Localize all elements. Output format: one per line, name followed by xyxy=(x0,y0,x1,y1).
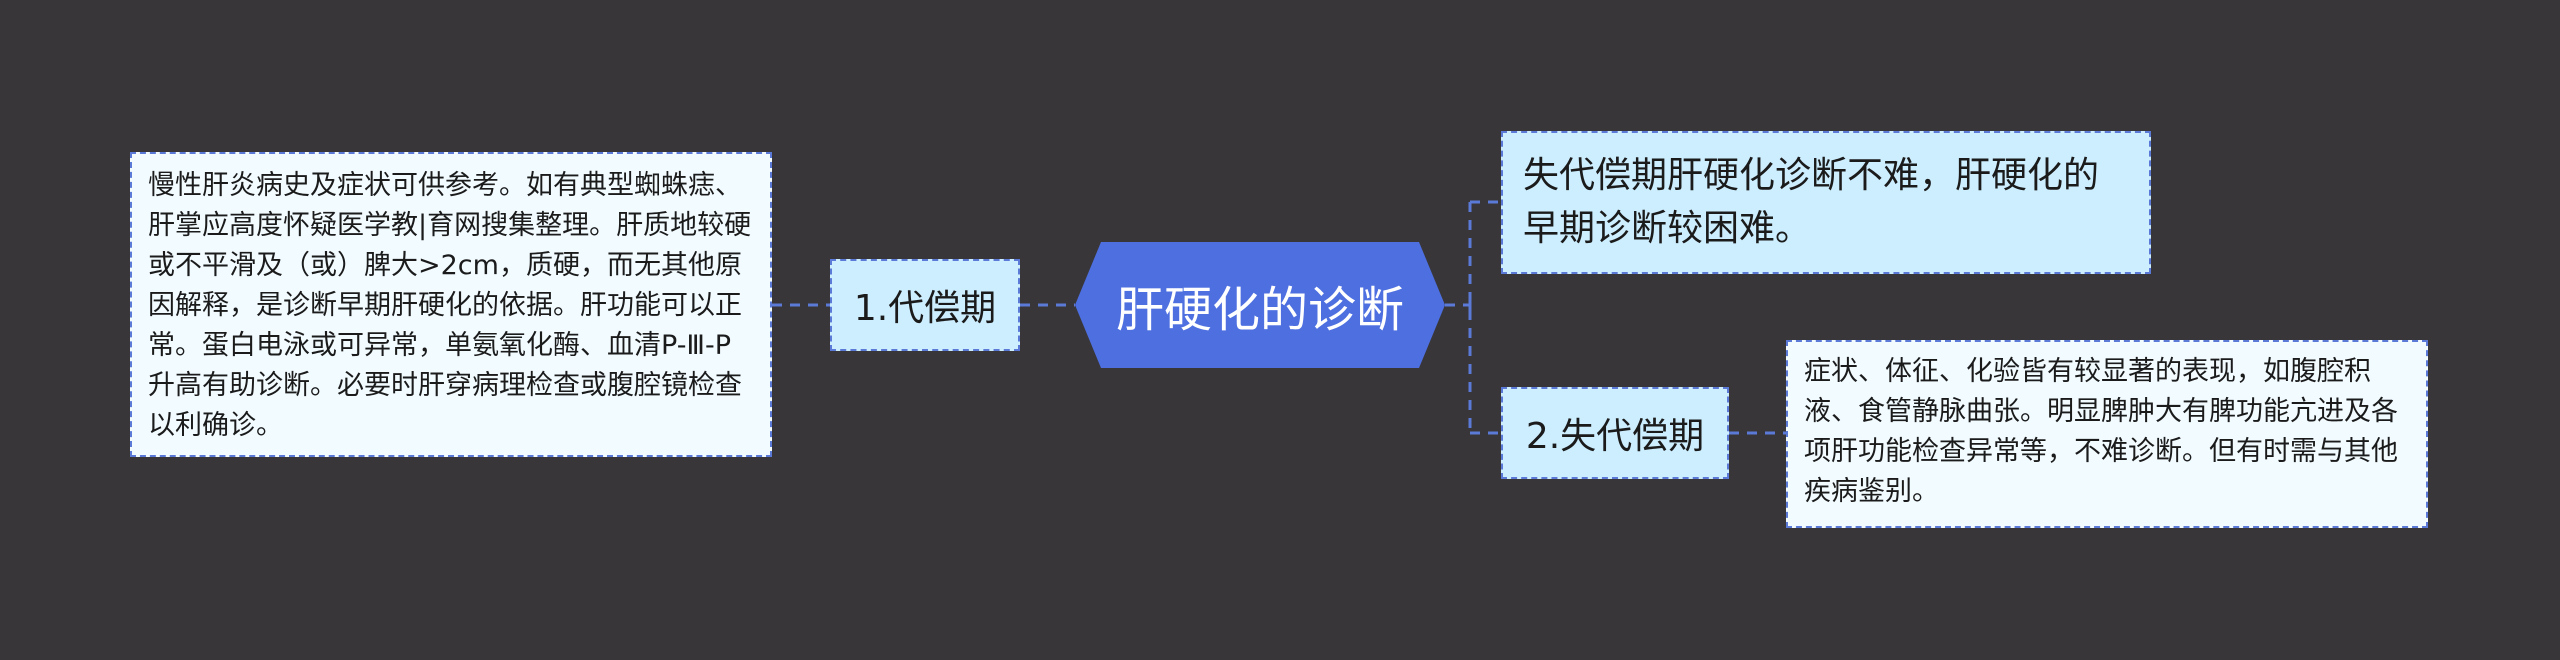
branch-summary-label: 失代偿期肝硬化诊断不难，肝硬化的早期诊断较困难。 xyxy=(1523,155,2100,249)
leaf-compensated-text: 慢性肝炎病史及症状可供参考。如有典型蜘蛛痣、肝掌应高度怀疑医学教|育网搜集整理。… xyxy=(148,170,752,441)
branch-decompensated[interactable]: 2.失代偿期 xyxy=(1501,387,1729,479)
branch-compensated[interactable]: 1.代偿期 xyxy=(830,259,1020,351)
root-node-label: 肝硬化的诊断 xyxy=(1115,282,1404,338)
leaf-decompensated-detail[interactable]: 症状、体征、化验皆有较显著的表现，如腹腔积液、食管静脉曲张。明显脾肿大有脾功能亢… xyxy=(1786,340,2428,528)
branch-compensated-label: 1.代偿期 xyxy=(853,288,997,329)
leaf-decompensated-text: 症状、体征、化验皆有较显著的表现，如腹腔积液、食管静脉曲张。明显脾肿大有脾功能亢… xyxy=(1804,356,2398,507)
root-node[interactable]: 肝硬化的诊断 xyxy=(1075,242,1445,368)
branch-summary[interactable]: 失代偿期肝硬化诊断不难，肝硬化的早期诊断较困难。 xyxy=(1501,131,2151,274)
leaf-compensated-detail[interactable]: 慢性肝炎病史及症状可供参考。如有典型蜘蛛痣、肝掌应高度怀疑医学教|育网搜集整理。… xyxy=(130,152,772,457)
branch-decompensated-label: 2.失代偿期 xyxy=(1525,416,1705,457)
